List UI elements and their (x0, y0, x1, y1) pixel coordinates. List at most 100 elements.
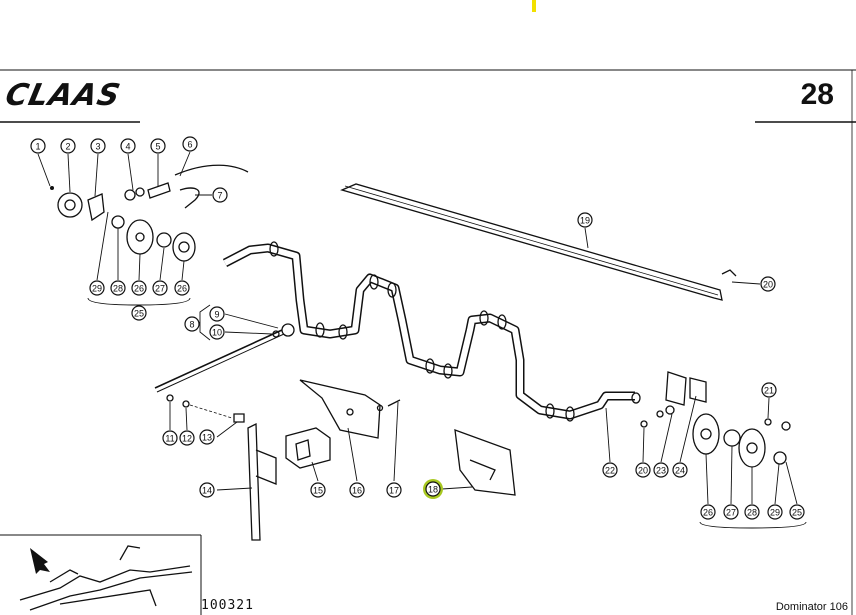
callout-circle (131, 280, 147, 296)
callout-16: 16 (349, 482, 365, 498)
rod-19 (340, 183, 723, 301)
bracket-14 (247, 422, 277, 541)
callout-17: 17 (386, 482, 402, 498)
callout-25: 25 (131, 305, 147, 321)
callout-28: 28 (110, 280, 126, 296)
callout-circle (60, 138, 76, 154)
callout-number: 19 (580, 216, 590, 226)
callout-number: 24 (675, 466, 685, 476)
callout-circle (767, 504, 783, 520)
callout-8: 8 (184, 316, 200, 332)
callout-circle (672, 462, 688, 478)
inset-detail (19, 545, 193, 611)
callout-circle (310, 482, 326, 498)
callout-circle (577, 212, 593, 228)
callout-10: 10 (209, 324, 225, 340)
callout-1: 1 (30, 138, 46, 154)
callout-number: 26 (134, 284, 144, 294)
document-code: 100321 (201, 598, 254, 613)
callout-circle (131, 305, 147, 321)
callout-circle (90, 138, 106, 154)
page-frame (0, 69, 856, 615)
callout-11: 11 (162, 430, 178, 446)
callout-22: 22 (602, 462, 618, 478)
callout-number: 4 (125, 142, 130, 152)
callout-number: 18 (428, 485, 438, 495)
callout-number: 16 (352, 486, 362, 496)
callout-number: 3 (95, 142, 100, 152)
callout-circle (425, 481, 441, 497)
callout-29: 29 (767, 504, 783, 520)
callout-27: 27 (152, 280, 168, 296)
callout-6: 6 (182, 136, 198, 152)
callout-number: 2 (65, 142, 70, 152)
clamp-15 (285, 427, 331, 469)
drive-parts-group (50, 164, 249, 262)
callout-28: 28 (744, 504, 760, 520)
callout-circle (635, 462, 651, 478)
rod-8-hardware (154, 323, 295, 423)
callout-number: 26 (703, 508, 713, 518)
callout-number: 29 (770, 508, 780, 518)
callout-number: 29 (92, 284, 102, 294)
callout-number: 13 (202, 433, 212, 443)
callout-12: 12 (179, 430, 195, 446)
callout-number: 23 (656, 466, 666, 476)
callout-circle (184, 316, 200, 332)
callout-20: 20 (635, 462, 651, 478)
callout-15: 15 (310, 482, 326, 498)
callout-number: 25 (134, 309, 144, 319)
callout-9: 9 (209, 306, 225, 322)
callout-26: 26 (131, 280, 147, 296)
callout-circle (602, 462, 618, 478)
callout-number: 27 (155, 284, 165, 294)
callout-number: 12 (182, 434, 192, 444)
callout-number: 20 (638, 466, 648, 476)
callout-5: 5 (150, 138, 166, 154)
plate-16 (299, 379, 401, 439)
leader-lines (37, 151, 807, 529)
callout-20: 20 (760, 276, 776, 292)
callout-number: 21 (764, 386, 774, 396)
callout-circle (744, 504, 760, 520)
callout-number: 14 (202, 486, 212, 496)
callout-circle (162, 430, 178, 446)
yellow-marker (532, 0, 536, 12)
callout-23: 23 (653, 462, 669, 478)
callout-circle (174, 280, 190, 296)
callout-number: 9 (214, 310, 219, 320)
model-name: Dominator 106 (775, 601, 848, 613)
callout-circle (700, 504, 716, 520)
callout-circle (182, 136, 198, 152)
page-number: 28 (800, 78, 834, 111)
callout-circle (386, 482, 402, 498)
callout-circle (653, 462, 669, 478)
callout-number: 11 (165, 434, 174, 444)
callout-21: 21 (761, 382, 777, 398)
callout-number: 28 (747, 508, 757, 518)
callout-circle (89, 280, 105, 296)
callout-number: 10 (212, 328, 222, 338)
callout-2: 2 (60, 138, 76, 154)
callout-number: 27 (726, 508, 736, 518)
callout-13: 13 (199, 429, 215, 445)
callout-circle (760, 276, 776, 292)
callout-number: 5 (155, 142, 160, 152)
callout-circle (199, 429, 215, 445)
callout-29: 29 (89, 280, 105, 296)
callout-26: 26 (174, 280, 190, 296)
callout-number: 26 (177, 284, 187, 294)
bearing-group-right (640, 269, 791, 468)
callout-circle (199, 482, 215, 498)
callout-number: 8 (189, 320, 194, 330)
callout-14: 14 (199, 482, 215, 498)
callout-4: 4 (120, 138, 136, 154)
callout-number: 22 (605, 466, 615, 476)
callout-circle (150, 138, 166, 154)
callout-circle (761, 382, 777, 398)
callout-circle (30, 138, 46, 154)
callout-circle (349, 482, 365, 498)
callout-circle (723, 504, 739, 520)
